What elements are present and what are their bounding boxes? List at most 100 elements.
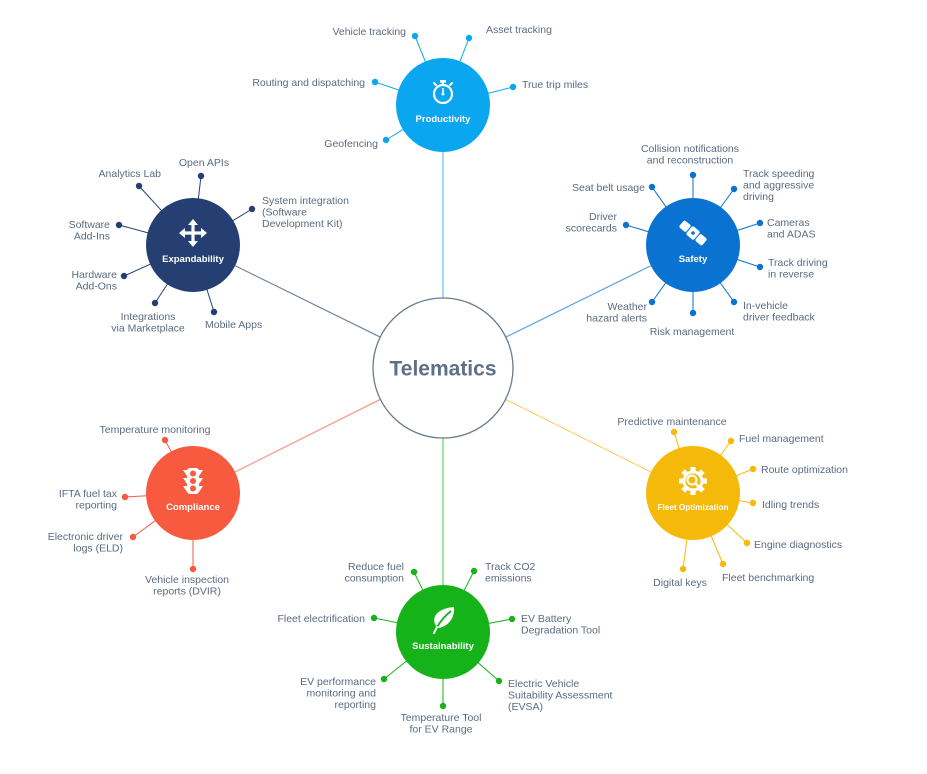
leaf-icon [433,607,455,634]
leaf-dot [689,171,697,179]
leaf-item: Geofencing [324,128,405,150]
hub-compliance: Compliance [146,446,240,540]
leaf-dot [679,565,687,573]
leaf-label-line: True trip miles [522,79,588,91]
leaf-item: Digital keys [653,538,707,589]
leaf-dot [382,136,390,144]
leaf-item: Idling trends [738,499,819,511]
leaf-label: Engine diagnostics [754,539,842,551]
leaf-label-line: in reverse [768,269,814,281]
leaf-item: Predictive maintenance [617,416,727,450]
leaf-connector [123,263,152,277]
leaf-label-line: IFTA fuel tax [59,488,118,500]
leaf-connector [726,523,748,544]
leaf-dot [151,299,159,307]
leaf-label: Digital keys [653,577,707,589]
move-arrows-icon [179,219,207,247]
leaf-label-line: Asset tracking [486,24,552,36]
leaf-label-line: Seat belt usage [572,182,645,194]
leaf-item: Seat belt usage [572,182,667,208]
leaf-label: Mobile Apps [205,319,262,331]
leaf-label-line: and aggressive [743,180,814,192]
leaf-dot [210,308,218,316]
leaf-label-line: Vehicle tracking [332,26,406,38]
leaf-label: Open APIs [179,157,229,169]
leaf-connector [383,660,408,680]
hub-safety: Safety [646,198,740,292]
leaf-connector [385,128,405,141]
leaf-dot [411,32,419,40]
leaf-label-line: Cameras [767,217,810,229]
leaf-label-line: Degradation Tool [521,625,600,637]
spoke-fleet-optimization [505,398,652,473]
leaf-connector [232,208,253,222]
leaf-dot [248,205,256,213]
leaf-dot [727,437,735,445]
leaf-label-line: Analytics Lab [99,168,162,180]
hub-circle [396,585,490,679]
leaf-label-line: Add-Ins [74,231,110,243]
leaf-connector [414,35,427,63]
hub-label: Productivity [416,114,472,125]
hub-label: Sustainability [412,641,474,652]
leaf-label-line: Digital keys [653,577,707,589]
leaf-connector [710,535,724,565]
spoke-compliance [234,398,381,473]
leaf-connector [118,224,149,234]
leaf-connector [651,186,667,208]
leaf-item: Engine diagnostics [726,523,842,551]
leaf-label-line: Engine diagnostics [754,539,842,551]
leaf-connector [413,571,424,591]
leaf-dot [115,221,123,229]
leaf-label-line: logs (ELD) [73,543,123,555]
leaf-label-line: Predictive maintenance [617,416,726,428]
leaf-label-line: Geofencing [324,138,378,150]
leaf-connector [625,224,650,233]
seat-belt-icon [679,220,707,246]
leaf-label: Routing and dispatching [252,77,365,89]
hub-expandability: Expandability [146,198,240,292]
leaf-label-line: for EV Range [409,724,472,736]
leaf-label: True trip miles [522,79,588,91]
hub-circle [396,58,490,152]
leaf-dot [380,675,388,683]
leaf-label-line: Fleet electrification [277,613,365,625]
leaf-label-line: Mobile Apps [205,319,262,331]
leaf-connector [736,222,761,232]
leaf-label-line: Driver [589,211,618,223]
leaf-label: Temperature monitoring [100,424,211,436]
leaf-connector [124,495,148,498]
leaf-label-line: Idling trends [762,499,819,511]
leaf-dot [622,221,630,229]
leaf-connector [719,282,735,303]
leaf-item: True trip miles [487,79,588,95]
leaf-connector [132,519,157,538]
leaf-label-line: Temperature monitoring [100,424,211,436]
leaf-dot [410,568,418,576]
leaf-connector [373,617,399,624]
center-label: Telematics [390,358,497,381]
leaf-label-line: Open APIs [179,157,229,169]
leaf-item: Route optimization [735,464,848,477]
leaf-connector [463,570,475,592]
spoke-safety [505,265,652,338]
